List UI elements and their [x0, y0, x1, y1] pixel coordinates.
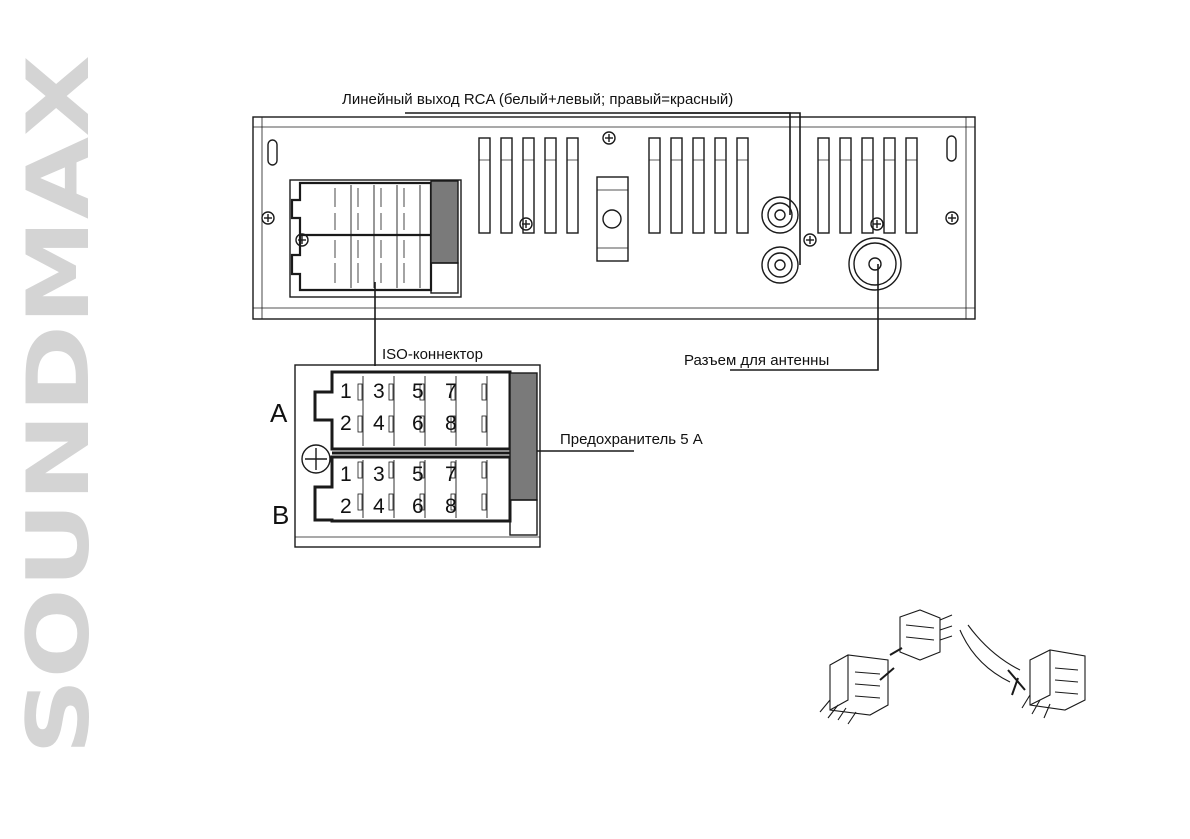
antenna-jack: [848, 237, 902, 291]
screw-icon: [945, 211, 959, 225]
pin-number: 3: [373, 463, 385, 486]
vent-slot: [817, 137, 830, 234]
pin-number: 1: [340, 380, 352, 403]
pin-slot: [481, 415, 487, 433]
pin-number: 4: [373, 495, 385, 518]
pin-slot: [481, 461, 487, 479]
vent-slot: [692, 137, 705, 234]
vent-slot: [566, 137, 579, 234]
vent-slot: [648, 137, 661, 234]
pin-slot: [357, 461, 363, 479]
fuse-label: Предохранитель 5 А: [560, 431, 703, 448]
pin-slot: [419, 383, 425, 401]
vent-slot: [670, 137, 683, 234]
panel-iso-socket: [289, 179, 462, 298]
pin-number: 5: [412, 463, 424, 486]
pin-slot: [388, 493, 394, 511]
pin-slot: [450, 493, 456, 511]
panel-iso-pins: [334, 185, 421, 288]
iso-connector-label: ISO-коннектор: [382, 346, 483, 363]
vent-slot: [544, 137, 557, 234]
block-a-label: A: [270, 398, 288, 428]
pin-number: 5: [412, 380, 424, 403]
rca-output-label: Линейный выход RCA (белый+левый; правый=…: [342, 91, 734, 108]
vent-slot: [500, 137, 513, 234]
head-unit-rear-panel: [252, 116, 976, 320]
pin-slot: [419, 415, 425, 433]
plug-connection-illustration: [819, 609, 1086, 725]
pin-slot: [357, 383, 363, 401]
screw-icon: [803, 233, 817, 247]
brand-logo: SOUNDMAX: [9, 55, 109, 755]
brand-logo-text: SOUNDMAX: [9, 55, 109, 755]
vent-slot: [883, 137, 896, 234]
vent-slot: [839, 137, 852, 234]
vent-slots: [478, 137, 918, 234]
pin-slot: [481, 383, 487, 401]
block-b-label: B: [272, 500, 290, 530]
vent-slot: [861, 137, 874, 234]
vent-slot: [736, 137, 749, 234]
pin-number: 6: [412, 412, 424, 435]
pin-number: 2: [340, 412, 352, 435]
pin-slot: [388, 415, 394, 433]
screw-icon: [870, 217, 884, 231]
screw-icon: [261, 211, 275, 225]
pin-slot: [450, 461, 456, 479]
vent-slot: [905, 137, 918, 234]
antenna-jack-label: Разъем для антенны: [684, 352, 830, 369]
pin-slot: [481, 493, 487, 511]
vent-slot: [522, 137, 535, 234]
pin-slot: [357, 493, 363, 511]
pin-number: 8: [445, 412, 457, 435]
pin-slot: [450, 415, 456, 433]
pin-number: 2: [340, 495, 352, 518]
pin-slot: [419, 461, 425, 479]
pin-slot: [357, 415, 363, 433]
pin-number: 1: [340, 463, 352, 486]
pin-number: 7: [445, 463, 457, 486]
pin-number: 8: [445, 495, 457, 518]
pin-number: 6: [412, 495, 424, 518]
pin-slot: [388, 461, 394, 479]
iso-connector-pin-slots: [357, 376, 488, 518]
rca-output-jacks: [761, 196, 799, 284]
pin-number: 7: [445, 380, 457, 403]
screw-icon: [602, 131, 616, 145]
pin-slot: [450, 383, 456, 401]
pin-slot: [419, 493, 425, 511]
pin-number: 4: [373, 412, 385, 435]
iso-connector-enlarged: [294, 364, 541, 548]
pin-slot: [388, 383, 394, 401]
pin-number: 3: [373, 380, 385, 403]
vent-slot: [714, 137, 727, 234]
screw-icon: [519, 217, 533, 231]
vent-slot: [478, 137, 491, 234]
